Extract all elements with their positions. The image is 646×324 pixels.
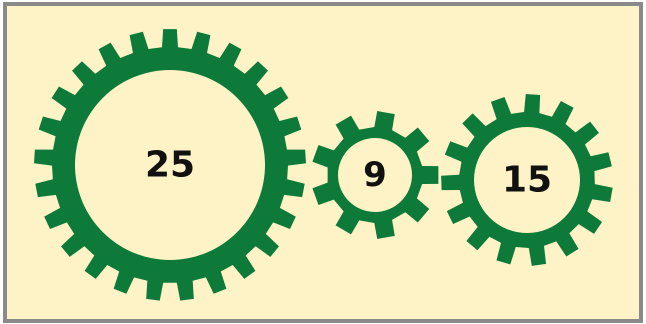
gear-medium-label: 15 bbox=[502, 160, 552, 201]
gear-small-label: 9 bbox=[363, 155, 387, 195]
gear-large-label: 25 bbox=[145, 145, 195, 186]
